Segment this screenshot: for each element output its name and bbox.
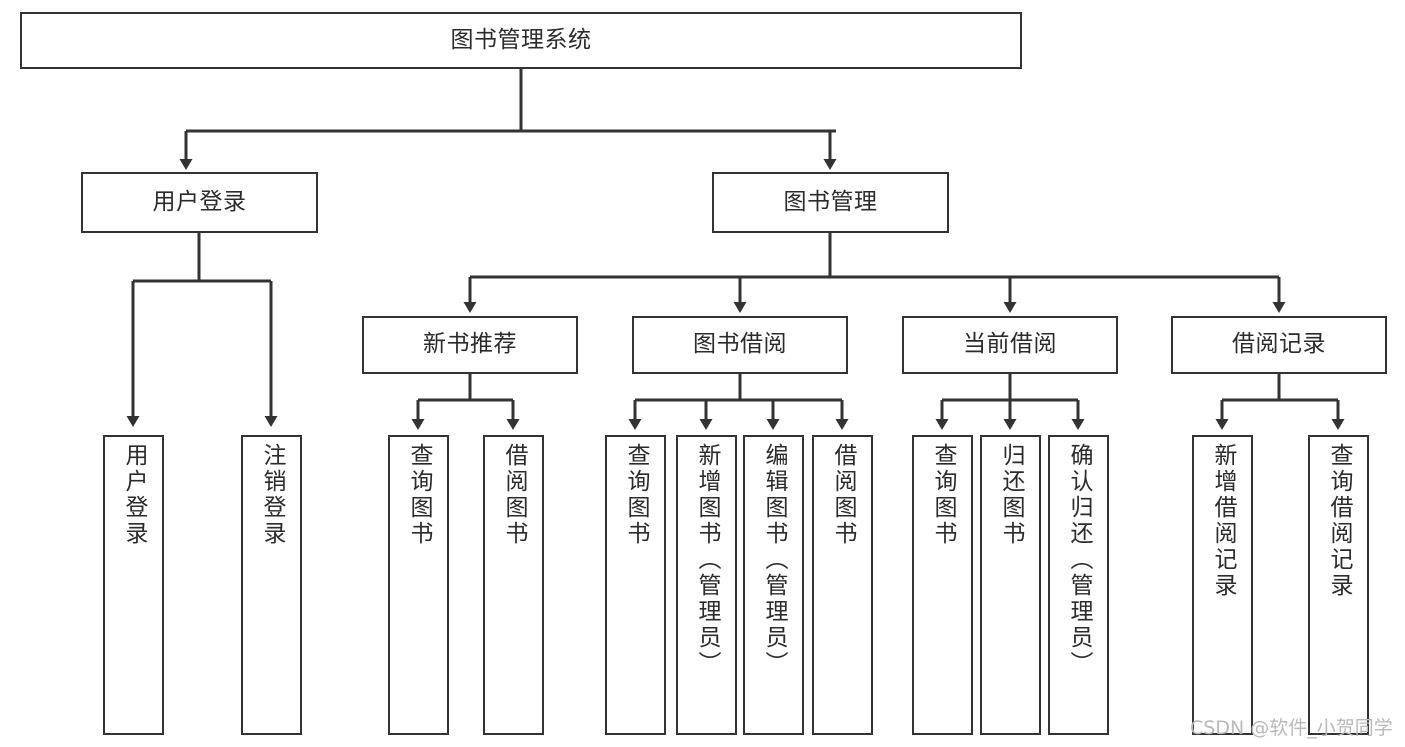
node-new-book-recommend[interactable]: 新书推荐 bbox=[362, 316, 578, 374]
node-root-system[interactable]: 图书管理系统 bbox=[20, 12, 1022, 69]
node-label: 查询借阅记录 bbox=[1326, 443, 1352, 599]
node-label: 查询图书 bbox=[930, 443, 956, 547]
node-current-borrow[interactable]: 当前借阅 bbox=[902, 316, 1118, 374]
node-book-manage[interactable]: 图书管理 bbox=[712, 172, 949, 233]
node-label: 用户登录 bbox=[152, 188, 247, 215]
leaf-query-book-borrow[interactable]: 查询图书 bbox=[605, 435, 666, 735]
node-user-login[interactable]: 用户登录 bbox=[81, 172, 318, 233]
leaf-add-book-admin[interactable]: 新增图书（管理员） bbox=[676, 435, 737, 735]
node-label: 确认归还（管理员） bbox=[1066, 443, 1092, 677]
leaf-add-borrow-record[interactable]: 新增借阅记录 bbox=[1192, 435, 1253, 735]
leaf-query-book-recommend[interactable]: 查询图书 bbox=[388, 435, 449, 735]
node-label: 用户登录 bbox=[121, 443, 147, 547]
leaf-logout[interactable]: 注销登录 bbox=[241, 435, 302, 735]
leaf-borrow-book-recommend[interactable]: 借阅图书 bbox=[483, 435, 544, 735]
node-book-borrow[interactable]: 图书借阅 bbox=[632, 316, 848, 374]
node-label: 新增借阅记录 bbox=[1210, 443, 1236, 599]
node-label: 编辑图书（管理员） bbox=[761, 443, 787, 677]
node-label: 当前借阅 bbox=[963, 331, 1057, 358]
leaf-edit-book-admin[interactable]: 编辑图书（管理员） bbox=[743, 435, 804, 735]
node-label: 注销登录 bbox=[259, 443, 285, 547]
leaf-query-book-current[interactable]: 查询图书 bbox=[912, 435, 973, 735]
node-label: 图书管理系统 bbox=[450, 26, 592, 53]
node-label: 新增图书（管理员） bbox=[694, 443, 720, 677]
node-label: 借阅记录 bbox=[1232, 331, 1326, 358]
leaf-user-login[interactable]: 用户登录 bbox=[103, 435, 164, 735]
node-label: 查询图书 bbox=[406, 443, 432, 547]
node-label: 图书借阅 bbox=[693, 331, 787, 358]
leaf-return-book[interactable]: 归还图书 bbox=[980, 435, 1041, 735]
node-label: 借阅图书 bbox=[501, 443, 527, 547]
node-label: 查询图书 bbox=[623, 443, 649, 547]
csdn-watermark: CSDN @软件_小贺同学 bbox=[1190, 717, 1393, 739]
node-label: 归还图书 bbox=[998, 443, 1024, 547]
leaf-query-borrow-record[interactable]: 查询借阅记录 bbox=[1308, 435, 1369, 735]
node-borrow-record[interactable]: 借阅记录 bbox=[1171, 316, 1387, 374]
node-label: 借阅图书 bbox=[830, 443, 856, 547]
leaf-confirm-return-admin[interactable]: 确认归还（管理员） bbox=[1048, 435, 1109, 735]
leaf-borrow-book-borrow[interactable]: 借阅图书 bbox=[812, 435, 873, 735]
node-label: 新书推荐 bbox=[423, 331, 517, 358]
node-label: 图书管理 bbox=[783, 188, 878, 215]
